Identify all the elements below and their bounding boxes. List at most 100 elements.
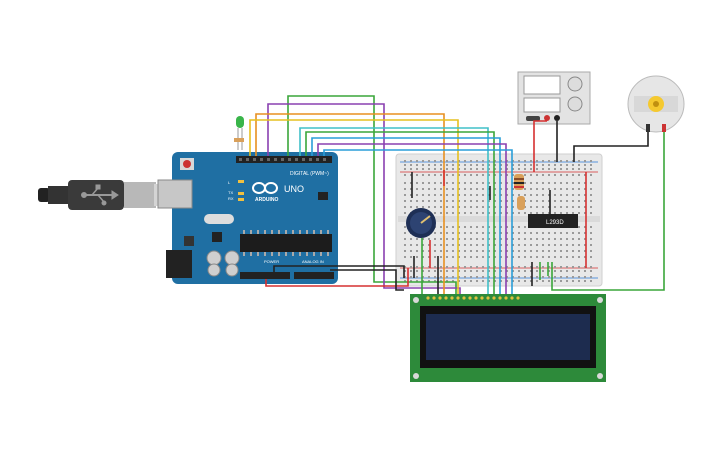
- breadboard-hole: [410, 200, 412, 202]
- breadboard-hole: [506, 276, 508, 278]
- breadboard-hole: [590, 182, 592, 184]
- breadboard-hole: [572, 194, 574, 196]
- breadboard-hole: [434, 206, 436, 208]
- breadboard-hole: [416, 194, 418, 196]
- breadboard-hole: [452, 232, 454, 234]
- breadboard-hole: [410, 206, 412, 208]
- breadboard-hole: [428, 244, 430, 246]
- breadboard-hole: [590, 164, 592, 166]
- breadboard-hole: [572, 164, 574, 166]
- breadboard-hole: [536, 188, 538, 190]
- breadboard-hole: [566, 188, 568, 190]
- breadboard-hole: [554, 266, 556, 268]
- lcd-pin: [474, 296, 478, 300]
- breadboard-hole: [542, 182, 544, 184]
- breadboard-hole: [500, 256, 502, 258]
- breadboard-hole: [482, 276, 484, 278]
- breadboard-hole: [476, 270, 478, 272]
- breadboard-hole: [500, 280, 502, 282]
- breadboard-hole: [458, 164, 460, 166]
- breadboard-hole: [590, 244, 592, 246]
- breadboard-hole: [434, 244, 436, 246]
- wire-black: [273, 265, 405, 279]
- breadboard-hole: [542, 256, 544, 258]
- breadboard-hole: [452, 182, 454, 184]
- breadboard-hole: [422, 188, 424, 190]
- breadboard-hole: [404, 168, 406, 170]
- breadboard-hole: [410, 188, 412, 190]
- breadboard-hole: [494, 182, 496, 184]
- breadboard-hole: [506, 232, 508, 234]
- breadboard-hole: [512, 206, 514, 208]
- breadboard-hole: [434, 256, 436, 258]
- breadboard-hole: [428, 250, 430, 252]
- breadboard-hole: [572, 276, 574, 278]
- breadboard-hole: [404, 194, 406, 196]
- breadboard-hole: [494, 160, 496, 162]
- breadboard-hole: [410, 164, 412, 166]
- breadboard-hole: [512, 188, 514, 190]
- breadboard-hole: [548, 232, 550, 234]
- wires: [249, 95, 665, 294]
- breadboard-hole: [464, 168, 466, 170]
- breadboard-hole: [476, 160, 478, 162]
- breadboard-hole: [524, 256, 526, 258]
- breadboard-hole: [452, 256, 454, 258]
- breadboard-hole: [506, 212, 508, 214]
- breadboard-hole: [584, 174, 586, 176]
- wire-cyan: [299, 127, 489, 294]
- breadboard-hole: [560, 160, 562, 162]
- breadboard-hole: [524, 212, 526, 214]
- breadboard-hole: [560, 182, 562, 184]
- breadboard-hole: [530, 244, 532, 246]
- breadboard-hole: [476, 256, 478, 258]
- breadboard-hole: [470, 168, 472, 170]
- breadboard-hole: [488, 232, 490, 234]
- breadboard-hole: [464, 244, 466, 246]
- breadboard-hole: [530, 270, 532, 272]
- driver-ic-label: L293D: [546, 220, 564, 226]
- breadboard-hole: [446, 232, 448, 234]
- breadboard-hole: [464, 232, 466, 234]
- breadboard-hole: [518, 232, 520, 234]
- breadboard-hole: [494, 280, 496, 282]
- breadboard-hole: [440, 200, 442, 202]
- breadboard-hole: [572, 232, 574, 234]
- breadboard-hole: [464, 226, 466, 228]
- breadboard-hole: [524, 168, 526, 170]
- breadboard-hole: [410, 174, 412, 176]
- breadboard-hole: [434, 164, 436, 166]
- breadboard-hole: [416, 174, 418, 176]
- breadboard-hole: [566, 212, 568, 214]
- breadboard-hole: [536, 182, 538, 184]
- breadboard-hole: [482, 280, 484, 282]
- breadboard-hole: [482, 250, 484, 252]
- wire-green: [305, 131, 495, 294]
- breadboard-hole: [458, 194, 460, 196]
- breadboard-hole: [410, 266, 412, 268]
- breadboard-hole: [590, 266, 592, 268]
- breadboard-hole: [512, 238, 514, 240]
- breadboard-hole: [560, 194, 562, 196]
- breadboard-hole: [512, 256, 514, 258]
- breadboard-hole: [506, 188, 508, 190]
- breadboard-hole: [524, 276, 526, 278]
- breadboard-hole: [440, 232, 442, 234]
- breadboard-hole: [584, 266, 586, 268]
- breadboard-hole: [494, 212, 496, 214]
- breadboard-hole: [476, 238, 478, 240]
- breadboard-hole: [536, 232, 538, 234]
- breadboard-hole: [458, 212, 460, 214]
- breadboard-hole: [554, 280, 556, 282]
- breadboard-hole: [518, 168, 520, 170]
- digital-label: DIGITAL (PWM~): [290, 171, 329, 177]
- breadboard-hole: [464, 182, 466, 184]
- breadboard-hole: [476, 168, 478, 170]
- breadboard-hole: [584, 160, 586, 162]
- breadboard-hole: [566, 174, 568, 176]
- breadboard-hole: [548, 250, 550, 252]
- breadboard-hole: [476, 182, 478, 184]
- breadboard-hole: [476, 232, 478, 234]
- breadboard-hole: [488, 256, 490, 258]
